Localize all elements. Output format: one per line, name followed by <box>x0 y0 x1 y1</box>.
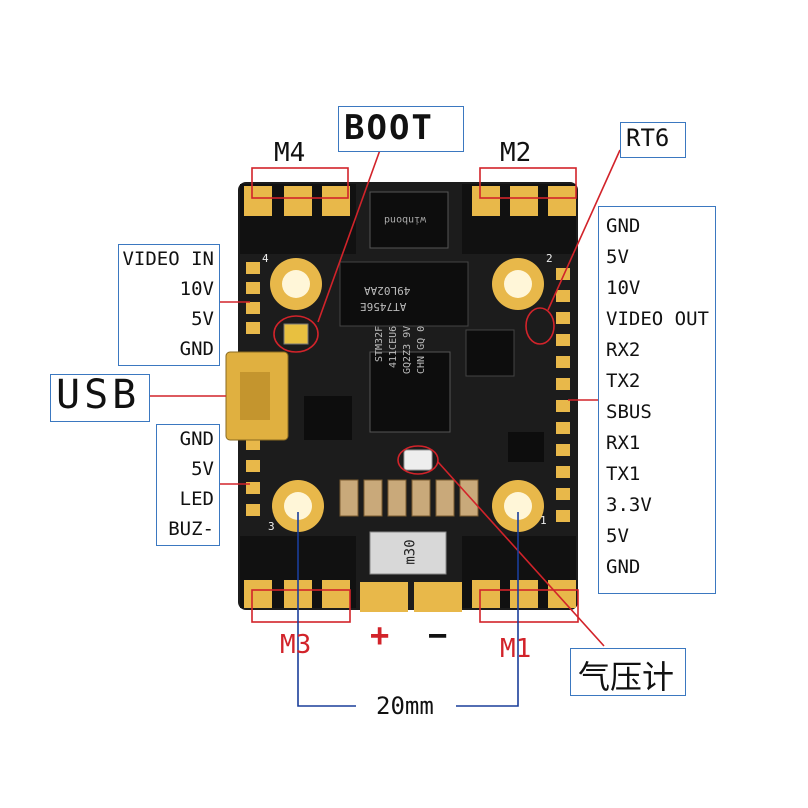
m3-solder-pads <box>244 580 350 608</box>
pin-label: RX2 <box>606 339 641 361</box>
pin-label: TX1 <box>606 463 641 485</box>
right-pin-list: GND 5V 10V VIDEO OUT RX2 TX2 SBUS RX1 TX… <box>606 211 712 583</box>
pin-label: SBUS <box>606 401 652 423</box>
pad-number-4: 4 <box>262 252 269 265</box>
left-top-pin-box <box>118 244 220 366</box>
pin-label: RX1 <box>606 432 641 454</box>
barometer-label: 气压计 <box>578 658 675 696</box>
pin-label: VIDEO IN <box>122 248 214 270</box>
right-pin-pads <box>556 268 570 522</box>
mcu-chip-text-4: CHN GQ 0 <box>416 325 427 374</box>
inductor-text: m30 <box>402 539 419 565</box>
pin-label: GND <box>179 338 214 360</box>
pin-label: LED <box>179 488 214 510</box>
pin-label: BUZ- <box>168 518 214 540</box>
regulator-chip <box>304 396 352 440</box>
battery-plus-label: + <box>370 616 390 654</box>
aux-chip <box>508 432 544 462</box>
left-top-pin-list: VIDEO IN 10V 5V GND <box>118 244 214 364</box>
mcu-chip-text-1: STM32F <box>374 325 385 362</box>
pin-label: 5V <box>606 246 629 268</box>
boot-label-box <box>338 106 464 152</box>
callout-lines <box>148 149 621 647</box>
barometer-chip <box>403 449 433 471</box>
left-bottom-pin-list: GND 5V LED BUZ- <box>156 424 214 544</box>
usb-label-box <box>50 374 150 422</box>
pin-label: TX2 <box>606 370 641 392</box>
pin-label: 5V <box>191 308 214 330</box>
mcu-chip-text-2: 411CEU6 <box>388 325 399 368</box>
mounting-holes <box>270 258 544 532</box>
boot-button <box>283 323 309 345</box>
usb-label: USB <box>56 372 141 418</box>
spacing-label: 20mm <box>376 692 434 720</box>
dimension-lines <box>297 512 519 707</box>
osd-chip-text-2: 49L02AA <box>364 284 411 297</box>
m1-solder-pads <box>472 580 576 608</box>
pin-label: 10V <box>606 277 641 299</box>
mcu-chip-text-3: GQ2Z3 9V <box>402 325 413 374</box>
flash-chip-text: winbond <box>384 214 427 225</box>
osd-chip <box>339 261 469 327</box>
battery-minus-pad <box>414 582 462 612</box>
m1-label: M1 <box>500 634 532 664</box>
battery-plus-pad <box>360 582 408 612</box>
rt6-label: RT6 <box>626 124 670 152</box>
left-pin-pads <box>246 262 260 516</box>
pad-number-1: 1 <box>540 514 547 527</box>
rt6-label-box <box>620 122 686 158</box>
pin-label: GND <box>606 556 641 578</box>
m4-solder-pads <box>244 186 350 216</box>
m3-label: M3 <box>280 630 312 660</box>
capacitor-row <box>339 479 479 517</box>
pin-label: GND <box>606 215 641 237</box>
pin-label: 10V <box>179 278 214 300</box>
flash-chip <box>369 191 449 249</box>
m4-label: M4 <box>274 138 306 168</box>
pin-label: 3.3V <box>606 494 652 516</box>
pad-number-2: 2 <box>546 252 553 265</box>
m2-solder-pads <box>472 186 576 216</box>
osd-chip-text-1: AT7456E <box>360 300 407 313</box>
pin-label: 5V <box>191 458 214 480</box>
pin-label: VIDEO OUT <box>606 308 709 330</box>
mcu-chip <box>369 351 451 433</box>
left-bottom-pin-box <box>156 424 220 546</box>
inductor <box>369 531 447 575</box>
right-pin-box <box>598 206 716 594</box>
battery-minus-label: − <box>428 616 448 654</box>
pad-number-3: 3 <box>268 520 275 533</box>
gyro-chip <box>465 329 515 377</box>
m2-label: M2 <box>500 138 532 168</box>
boot-label: BOOT <box>344 108 434 148</box>
pin-label: GND <box>179 428 214 450</box>
barometer-label-box <box>570 648 686 696</box>
pin-label: 5V <box>606 525 629 547</box>
